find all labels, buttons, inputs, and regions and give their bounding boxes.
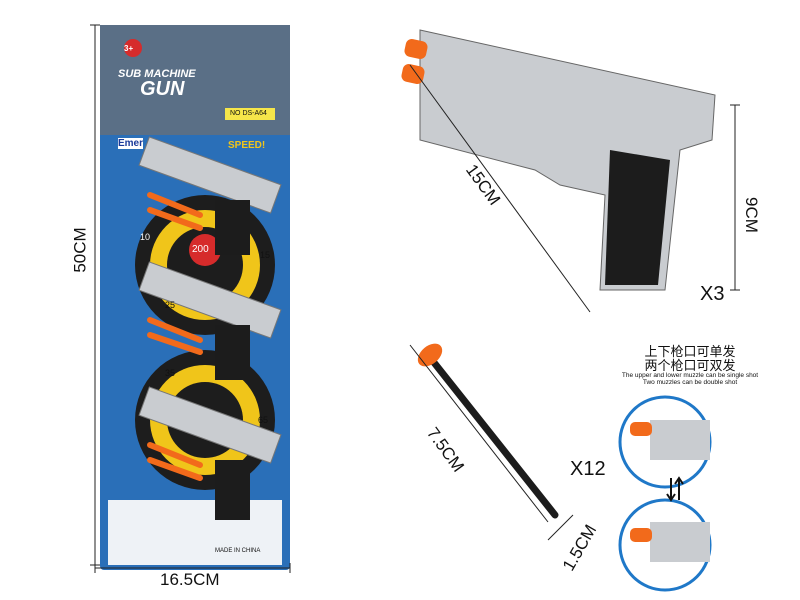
package-height-label: 50CM	[70, 227, 90, 273]
swap-arrows-icon	[666, 476, 684, 502]
target-number: 35	[165, 368, 176, 378]
feature-en-line1: The upper and lower muzzle can be single…	[621, 372, 759, 380]
muzzle-detail-circles	[618, 395, 712, 592]
target-number: 25	[165, 300, 176, 310]
package-card	[100, 25, 290, 570]
feature-zh-line2: 两个枪口可双发	[644, 358, 736, 374]
target-center-value: 200	[192, 244, 209, 255]
target-number: 10	[140, 232, 151, 242]
feature-en-line2: Two muzzles can be double shot	[642, 379, 738, 387]
brand-title-line1: SUB MACHINE	[118, 68, 196, 80]
gun-dimension-lines	[409, 64, 740, 313]
feature-note: 上下枪口可单发 两个枪口可双发 The upper and lower muzz…	[590, 346, 790, 387]
made-in-china: MADE IN CHINA	[215, 548, 261, 554]
age-badge: 3+	[124, 44, 134, 53]
dart-quantity: X12	[570, 458, 606, 480]
pistol-illustration	[401, 29, 716, 291]
target-number: 15	[260, 250, 271, 260]
package-dimension-lines	[90, 24, 291, 573]
sticker-right: SPEED!	[228, 140, 266, 151]
gun-quantity: X3	[700, 283, 725, 305]
brand-title-line2: GUN	[140, 78, 185, 100]
target-number: 65	[258, 415, 269, 425]
gun-height-label: 9CM	[741, 197, 761, 233]
package-width-label: 16.5CM	[160, 570, 220, 589]
model-number: NO DS-A64	[230, 110, 267, 117]
dart-illustration	[417, 343, 559, 519]
dart-dimension-lines	[409, 344, 574, 541]
feature-zh-line1: 上下枪口可单发	[644, 345, 736, 360]
sticker-left: Emer	[118, 138, 144, 149]
